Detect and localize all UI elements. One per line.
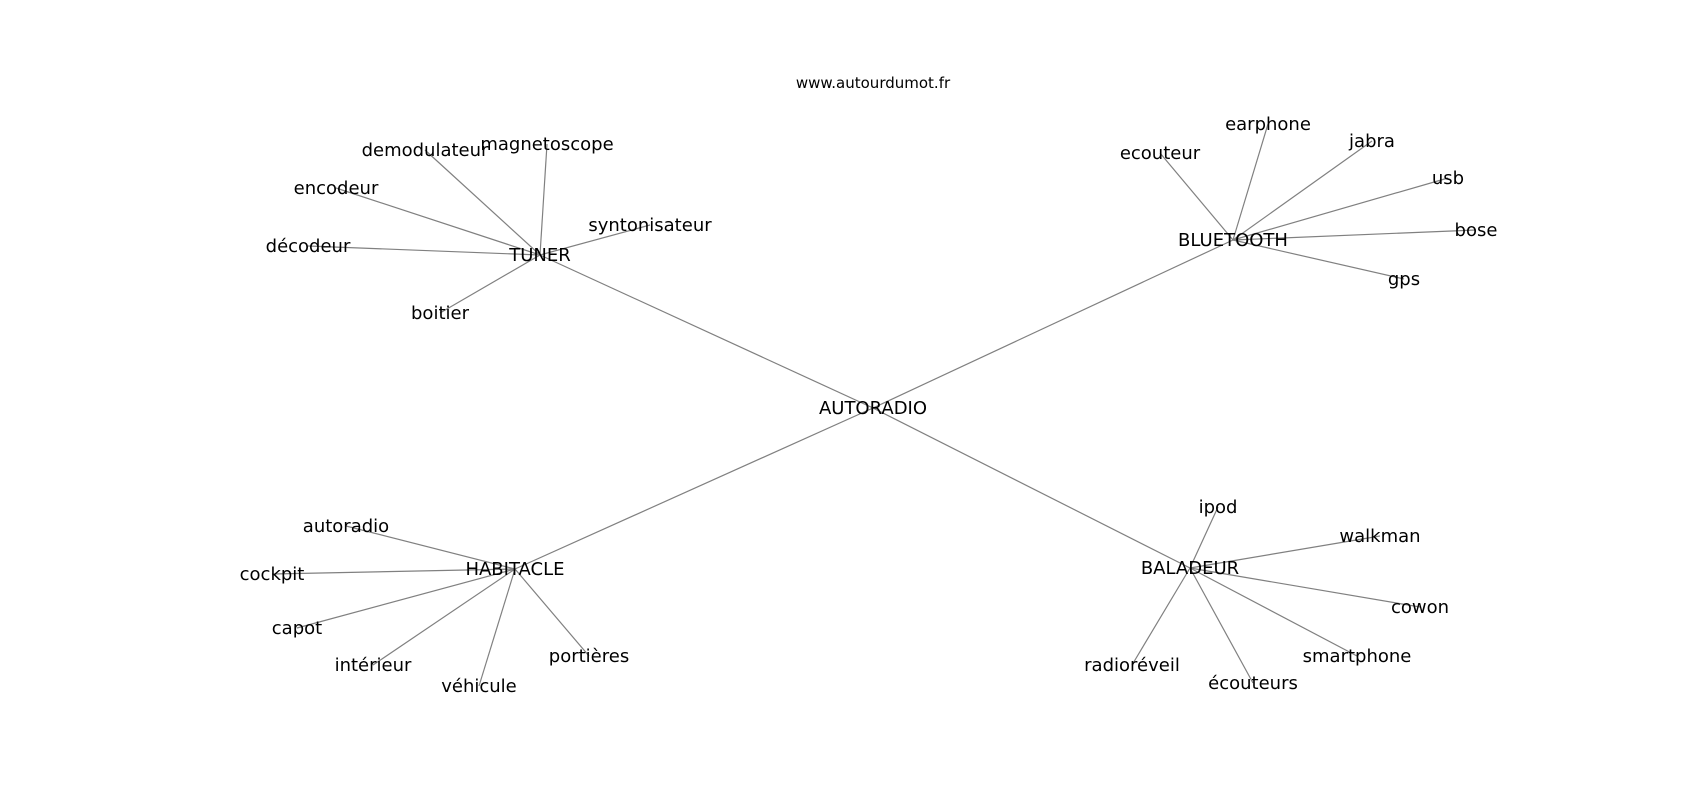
edge-bluetooth-leaf <box>1232 229 1477 241</box>
edge-habitacle-leaf <box>345 525 516 570</box>
edge-habitacle-leaf <box>372 568 516 666</box>
edge-habitacle-leaf <box>296 568 516 629</box>
leaf-node: ecouteur <box>1120 143 1201 164</box>
hub-node-tuner: TUNER <box>508 245 571 266</box>
leaf-node: syntonisateur <box>588 215 712 236</box>
edge-root-habitacle <box>514 407 874 570</box>
leaf-node: walkman <box>1339 526 1420 547</box>
edge-tuner-leaf <box>539 224 651 256</box>
leaf-node: autoradio <box>303 516 389 537</box>
edge-bluetooth-leaf <box>1159 152 1234 241</box>
labels-layer: www.autourdumot.fr AUTORADIO TUNER magnet… <box>240 74 1498 697</box>
leaf-node: smartphone <box>1303 646 1412 667</box>
hub-node-habitacle: HABITACLE <box>465 559 564 580</box>
edge-baladeur-leaf <box>1131 567 1191 666</box>
leaf-node: bose <box>1455 220 1498 241</box>
source-label: www.autourdumot.fr <box>796 74 951 92</box>
leaf-node: magnetoscope <box>480 134 613 155</box>
leaf-node: boitier <box>411 303 470 324</box>
leaf-node: ipod <box>1199 497 1238 518</box>
edge-baladeur-leaf <box>1189 506 1219 569</box>
edge-tuner-leaf <box>335 187 541 256</box>
leaf-node: encodeur <box>294 178 379 199</box>
leaf-node: intérieur <box>335 655 412 676</box>
root-node: AUTORADIO <box>819 398 927 419</box>
edge-baladeur-leaf <box>1189 567 1254 684</box>
edge-baladeur-leaf <box>1189 567 1421 608</box>
leaf-node: cowon <box>1391 597 1449 618</box>
leaf-node: portières <box>549 646 629 667</box>
edge-bluetooth-leaf <box>1232 177 1449 241</box>
edge-bluetooth-leaf <box>1232 239 1405 280</box>
leaf-node: radioréveil <box>1084 655 1180 676</box>
leaf-node: écouteurs <box>1208 673 1298 694</box>
edge-tuner-leaf <box>539 143 548 256</box>
leaf-node: véhicule <box>441 676 517 697</box>
edges-layer <box>271 123 1477 687</box>
edge-habitacle-leaf <box>514 568 590 657</box>
hub-node-baladeur: BALADEUR <box>1141 558 1239 579</box>
leaf-node: capot <box>272 618 322 639</box>
edge-habitacle-leaf <box>271 568 516 575</box>
edge-bluetooth-leaf <box>1232 123 1269 241</box>
edge-baladeur-leaf <box>1189 535 1381 569</box>
leaf-node: décodeur <box>266 236 351 257</box>
edge-root-tuner <box>539 254 874 409</box>
leaf-node: earphone <box>1225 114 1311 135</box>
leaf-node: jabra <box>1348 131 1395 152</box>
edge-habitacle-leaf <box>478 568 516 687</box>
leaf-node: cockpit <box>240 564 305 585</box>
leaf-node: demodulateur <box>362 140 489 161</box>
edge-bluetooth-leaf <box>1232 140 1373 241</box>
edge-tuner-leaf <box>307 245 541 256</box>
edge-tuner-leaf <box>439 254 541 314</box>
edge-tuner-leaf <box>424 149 541 256</box>
edge-root-baladeur <box>872 407 1191 569</box>
edge-baladeur-leaf <box>1189 567 1358 657</box>
edge-root-bluetooth <box>872 239 1234 409</box>
leaf-node: gps <box>1388 269 1420 290</box>
leaf-node: usb <box>1432 168 1464 189</box>
hub-node-bluetooth: BLUETOOTH <box>1178 230 1288 251</box>
